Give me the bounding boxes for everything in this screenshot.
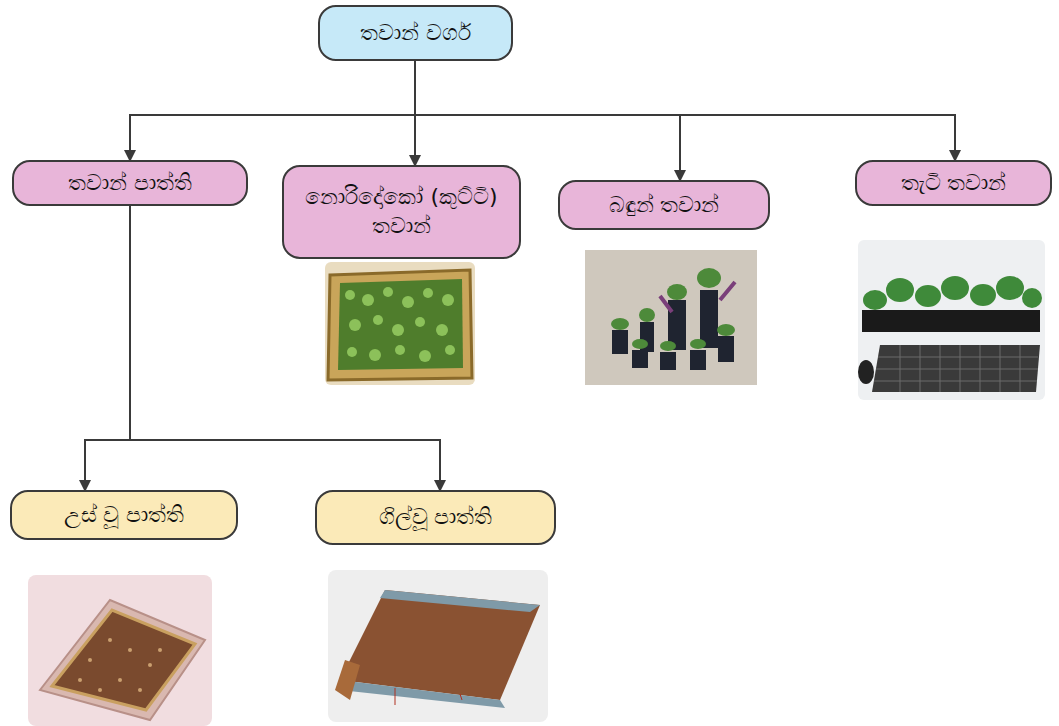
- category-box: නොරිදෝකෝ (කුට්ටි) තවාන්: [282, 165, 521, 259]
- block-nursery-photo: [325, 262, 475, 385]
- node-label: තවාන් පාත්ති: [68, 169, 192, 198]
- node-label: තැටි තවාන්: [901, 169, 1007, 198]
- category-box: තැටි තවාන්: [855, 160, 1052, 206]
- tree-connector: [415, 61, 955, 160]
- subcategory-box: උස් වූ පාත්ති: [10, 490, 238, 540]
- subcategory-box: ගිල්වූ පාත්ති: [315, 490, 556, 545]
- tree-connector: [415, 61, 680, 180]
- tray-nursery-photo: [858, 240, 1045, 400]
- category-box: බඳුන් තවාන්: [558, 180, 770, 230]
- title-box: තවාන් වර්ග: [318, 5, 513, 61]
- node-label: බඳුන් තවාන්: [609, 191, 720, 220]
- category-box: තවාන් පාත්ති: [12, 160, 248, 206]
- node-label: උස් වූ පාත්ති: [64, 501, 185, 530]
- pot-nursery-photo: [585, 250, 757, 385]
- node-label: තවාන් වර්ග: [360, 19, 471, 48]
- node-label: නොරිදෝකෝ (කුට්ටි) තවාන්: [296, 183, 507, 240]
- node-label: ගිල්වූ පාත්ති: [379, 503, 493, 532]
- tree-connector: [85, 206, 130, 490]
- raised-bed-picture: [28, 575, 212, 726]
- sunken-bed-picture: [328, 570, 548, 722]
- tree-connector: [130, 61, 415, 160]
